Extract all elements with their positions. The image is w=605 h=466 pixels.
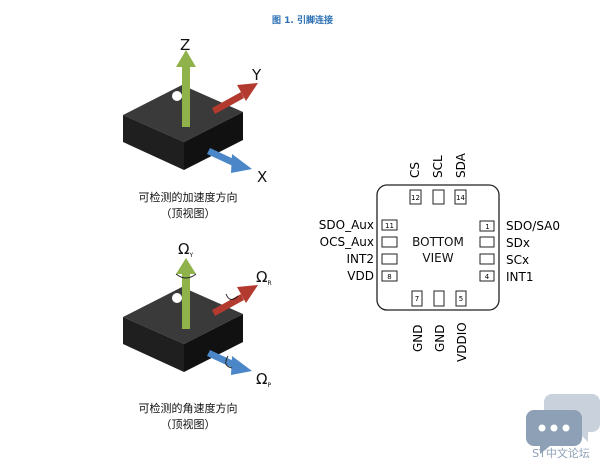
pin-vdd-label: VDD <box>347 269 374 283</box>
gyro-caption: 可检测的角速度方向 （顶视图） <box>98 401 278 433</box>
gyro-diagram: ΩY ΩR ΩP <box>123 240 272 389</box>
gyro-chip-left <box>123 317 184 372</box>
x-arrow <box>207 148 238 167</box>
accel-chip-right <box>184 112 243 170</box>
pin-7-pad <box>411 290 423 307</box>
pin-sdx-label: SDx <box>506 236 530 250</box>
accel-pin1-dot <box>172 91 182 101</box>
omega-p-arrow <box>207 350 238 369</box>
pin-3-pad <box>479 253 495 265</box>
pin-scl-label: SCL <box>431 155 445 178</box>
pin-8-pad <box>381 270 398 282</box>
pin-14-pad <box>454 189 467 205</box>
pin-9-pad <box>381 253 398 265</box>
x-arrow-head <box>231 154 252 173</box>
omega-p-rotation-icon <box>225 355 233 369</box>
pin-12-pad <box>409 189 422 205</box>
package-outline <box>376 184 500 311</box>
pin-gnd-2-label: GND <box>433 324 447 352</box>
pin-11-number: 11 <box>385 222 394 230</box>
watermark-chat-icon <box>526 394 600 454</box>
axis-x-label: X <box>257 168 267 186</box>
pin-cs-label: CS <box>408 162 422 178</box>
accel-caption-line1: 可检测的加速度方向 <box>138 191 238 204</box>
pin-7-number: 7 <box>415 295 419 303</box>
gyro-pin1-dot <box>172 293 182 303</box>
axis-y-label: Y <box>251 66 262 84</box>
accel-diagram: Z Y X <box>123 36 267 186</box>
pin-vddio-label: VDDIO <box>455 322 469 362</box>
pin-sda-label: SDA <box>454 152 468 178</box>
omega-r-arrow-head <box>237 285 258 303</box>
y-arrow <box>212 92 244 114</box>
omega-r-rotation-icon <box>225 293 239 300</box>
pin-int1-label: INT1 <box>506 270 533 284</box>
pin-scx-label: SCx <box>506 253 529 267</box>
gyro-caption-line2: （顶视图） <box>160 418 216 431</box>
z-arrow <box>182 65 190 127</box>
omega-r-label: ΩR <box>256 268 272 287</box>
accel-caption: 可检测的加速度方向 （顶视图） <box>98 190 278 222</box>
pin-5-pad <box>455 290 467 307</box>
gyro-caption-line1: 可检测的角速度方向 <box>138 402 238 415</box>
left-pins: 11 8 SDO_Aux OCS_Aux INT2 VDD <box>319 218 398 283</box>
pin-2-pad <box>479 236 495 248</box>
omega-y-arrow-head <box>176 258 196 274</box>
pin-5-number: 5 <box>459 295 463 303</box>
z-arrow-head <box>176 50 196 67</box>
omega-y-label: ΩY <box>178 240 193 259</box>
omega-y-rotation-icon <box>175 273 197 279</box>
pin-4-number: 4 <box>485 273 490 281</box>
right-pins: 1 4 SDO/SA0 SDx SCx INT1 <box>479 219 560 284</box>
omega-p-label: ΩP <box>256 370 271 389</box>
pin-12-number: 12 <box>411 194 420 202</box>
omega-y-arrow <box>182 272 190 329</box>
pin-1-number: 1 <box>485 223 489 231</box>
watermark-text: ST中文论坛 <box>532 447 590 460</box>
pin-6-pad <box>433 290 445 307</box>
pin-int2-label: INT2 <box>347 252 374 266</box>
omega-r-arrow <box>212 294 244 316</box>
bottom-pins: 7 5 GND GND VDDIO <box>411 290 469 362</box>
figure-title: 图 1. 引脚连接 <box>272 16 333 26</box>
pin-11-pad <box>381 219 398 231</box>
pin-1-pad <box>479 220 495 232</box>
axis-z-label: Z <box>180 36 190 54</box>
gyro-chip-right <box>184 314 243 372</box>
pin-13-pad <box>432 189 445 205</box>
omega-p-arrow-head <box>231 356 252 375</box>
top-pins: 12 14 CS SCL SDA <box>408 152 468 205</box>
accel-caption-line2: （顶视图） <box>160 207 216 220</box>
pin-sdo-aux-label: SDO_Aux <box>319 218 374 232</box>
pin-4-pad <box>479 270 495 282</box>
y-arrow-head <box>237 83 258 101</box>
pin-ocs-aux-label: OCS_Aux <box>320 235 374 249</box>
pinout-diagram: BOTTOM VIEW 12 14 CS SCL SDA 11 8 SDO_Au… <box>319 152 560 362</box>
pin-gnd-1-label: GND <box>411 324 425 352</box>
bottom-view-label-2: VIEW <box>422 251 453 265</box>
bottom-view-label-1: BOTTOM <box>412 235 464 249</box>
pin-10-pad <box>381 236 398 248</box>
pin-14-number: 14 <box>456 194 465 202</box>
pin-sdo-sa0-label: SDO/SA0 <box>506 219 560 233</box>
accel-chip-left <box>123 115 184 170</box>
pin-8-number: 8 <box>387 273 391 281</box>
